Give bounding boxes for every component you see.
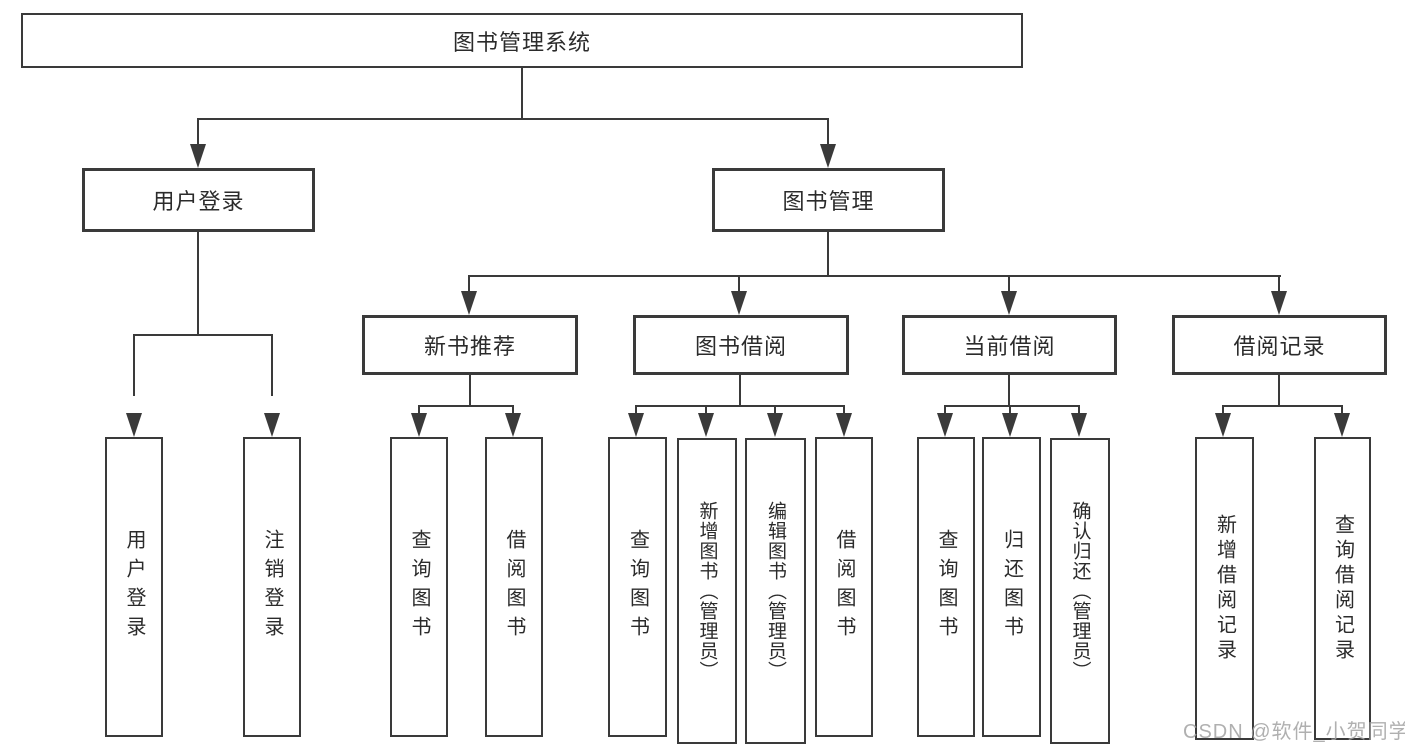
leaf-label: 归还图书 (1000, 529, 1023, 645)
connector-root-split (197, 118, 829, 120)
arrowhead-down-icon (767, 413, 783, 437)
connector-current-borrowing-split (944, 405, 1080, 407)
node-leaf-query-borrow-record: 查询借阅记录 (1314, 437, 1371, 740)
node-leaf-user-login: 用户登录 (105, 437, 163, 737)
connector-to-leaf (774, 405, 776, 417)
connector-to-leaf (1078, 405, 1080, 417)
connector-book-management-stem (827, 232, 829, 277)
leaf-label: 编辑图书（管理员） (765, 501, 786, 681)
connector-current-borrowing-stem (1008, 375, 1010, 407)
leaf-label: 确认归还（管理员） (1069, 501, 1091, 681)
arrowhead-down-icon (1215, 413, 1231, 437)
node-new-book-recommend: 新书推荐 (362, 315, 578, 375)
arrowhead-down-icon (1271, 291, 1287, 315)
watermark-text: CSDN @软件_小贺同学 (1183, 721, 1405, 743)
node-current-borrowing: 当前借阅 (902, 315, 1117, 375)
leaf-label: 用户登录 (123, 529, 145, 645)
connector-borrowing-records-split (1222, 405, 1343, 407)
node-leaf-borrow-books-borrowing: 借阅图书 (815, 437, 873, 737)
leaf-label: 借阅图书 (503, 529, 525, 645)
arrowhead-down-icon (1334, 413, 1350, 437)
arrowhead-down-icon (461, 291, 477, 315)
node-borrowing-records: 借阅记录 (1172, 315, 1387, 375)
arrowhead-down-icon (836, 413, 852, 437)
connector-to-current-borrowing (1008, 275, 1010, 295)
connector-to-leaf (944, 405, 946, 417)
node-book-management-label: 图书管理 (782, 189, 875, 214)
connector-to-leaf (1222, 405, 1224, 417)
arrowhead-down-icon (505, 413, 521, 437)
node-borrowing-records-label: 借阅记录 (1233, 334, 1326, 359)
connector-to-book-management (827, 118, 829, 148)
node-leaf-add-borrow-record: 新增借阅记录 (1195, 437, 1254, 740)
arrowhead-down-icon (937, 413, 953, 437)
leaf-label: 新增图书（管理员） (696, 501, 718, 681)
leaf-label: 查询图书 (408, 529, 430, 645)
connector-to-user-login (197, 118, 199, 148)
connector-to-leaf-logout (271, 334, 273, 396)
connector-user-login-split (133, 334, 273, 336)
arrowhead-down-icon (411, 413, 427, 437)
connector-user-login-stem (197, 232, 199, 336)
connector-to-leaf (512, 405, 514, 417)
arrowhead-down-icon (190, 144, 206, 168)
arrowhead-down-icon (628, 413, 644, 437)
node-leaf-add-book-admin: 新增图书（管理员） (677, 438, 737, 744)
leaf-label: 查询借阅记录 (1331, 513, 1354, 664)
leaf-label: 新增借阅记录 (1213, 513, 1236, 664)
node-book-borrowing-label: 图书借阅 (694, 334, 787, 359)
connector-to-new-book-recommend (468, 275, 470, 295)
leaf-label: 查询图书 (935, 529, 957, 645)
node-leaf-logout: 注销登录 (243, 437, 301, 737)
node-book-borrowing: 图书借阅 (633, 315, 849, 375)
connector-new-book-split (418, 405, 514, 407)
connector-to-leaf (843, 405, 845, 417)
arrowhead-down-icon (698, 413, 714, 437)
arrowhead-down-icon (126, 413, 142, 437)
connector-borrowing-records-stem (1278, 375, 1280, 407)
connector-to-leaf (1009, 405, 1011, 417)
arrowhead-down-icon (731, 291, 747, 315)
node-new-book-recommend-label: 新书推荐 (423, 334, 516, 359)
node-leaf-query-books-recommend: 查询图书 (390, 437, 448, 737)
node-user-login: 用户登录 (82, 168, 315, 232)
node-leaf-return-books: 归还图书 (982, 437, 1041, 737)
node-leaf-borrow-books-recommend: 借阅图书 (485, 437, 543, 737)
connector-book-borrowing-stem (739, 375, 741, 407)
arrowhead-down-icon (1071, 413, 1087, 437)
node-leaf-confirm-return-admin: 确认归还（管理员） (1050, 438, 1110, 744)
connector-to-borrowing-records (1278, 275, 1280, 295)
arrowhead-down-icon (264, 413, 280, 437)
arrowhead-down-icon (1001, 291, 1017, 315)
node-leaf-edit-book-admin: 编辑图书（管理员） (745, 438, 806, 744)
leaf-label: 借阅图书 (833, 529, 855, 645)
node-book-management: 图书管理 (712, 168, 945, 232)
leaf-label: 注销登录 (261, 529, 283, 645)
connector-to-book-borrowing (738, 275, 740, 295)
connector-root-stem (521, 68, 523, 120)
arrowhead-down-icon (820, 144, 836, 168)
node-current-borrowing-label: 当前借阅 (963, 334, 1056, 359)
node-leaf-query-books-borrowing: 查询图书 (608, 437, 667, 737)
leaf-label: 查询图书 (626, 529, 649, 645)
node-leaf-query-books-current: 查询图书 (917, 437, 975, 737)
node-root-label: 图书管理系统 (452, 29, 591, 55)
connector-to-leaf (1341, 405, 1343, 417)
connector-level3-split (468, 275, 1281, 277)
arrowhead-down-icon (1002, 413, 1018, 437)
connector-to-leaf (418, 405, 420, 417)
connector-to-leaf (635, 405, 637, 417)
node-root: 图书管理系统 (21, 13, 1023, 68)
connector-new-book-stem (469, 375, 471, 407)
connector-to-leaf (705, 405, 707, 417)
connector-to-leaf-user-login (133, 334, 135, 396)
connector-book-borrowing-split (635, 405, 845, 407)
node-user-login-label: 用户登录 (152, 189, 245, 214)
